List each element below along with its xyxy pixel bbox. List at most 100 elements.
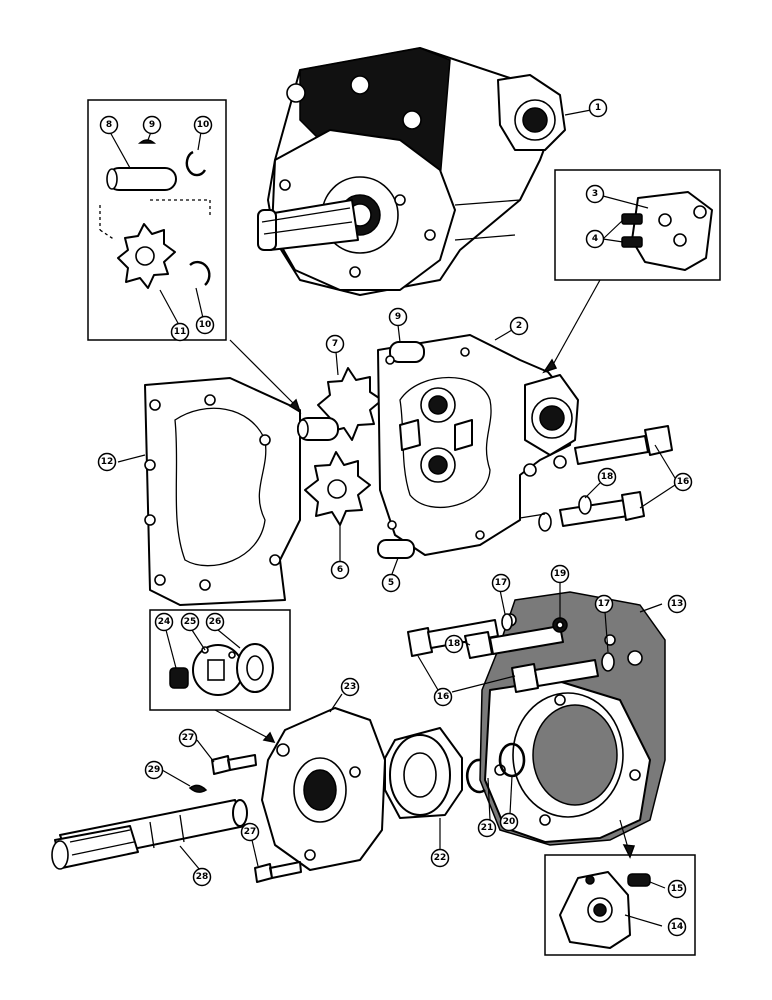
callout-29: 29 <box>144 760 164 780</box>
svg-text:25: 25 <box>184 617 197 627</box>
callout-17-left: 17 <box>491 573 511 593</box>
callout-24: 24 <box>154 612 174 632</box>
callout-12: 12 <box>97 452 117 472</box>
svg-text:27: 27 <box>244 827 257 837</box>
callout-17-right: 17 <box>594 594 614 614</box>
svg-text:23: 23 <box>344 682 357 692</box>
svg-text:10: 10 <box>199 320 212 330</box>
callout-10-bottom: 10 <box>195 315 215 335</box>
callout-13: 13 <box>667 594 687 614</box>
key-part-9 <box>137 139 157 144</box>
callout-25: 25 <box>180 612 200 632</box>
body-plate-part-12 <box>144 377 301 606</box>
cover-detail-inset-top <box>554 169 721 281</box>
gear-detail-inset <box>87 99 227 341</box>
svg-text:15: 15 <box>671 884 684 894</box>
svg-text:18: 18 <box>601 472 614 482</box>
callout-27-top: 27 <box>178 728 198 748</box>
ball-bearing-part-22 <box>384 727 463 819</box>
svg-text:18: 18 <box>448 639 461 649</box>
svg-text:14: 14 <box>671 922 684 932</box>
svg-text:16: 16 <box>437 692 450 702</box>
inset-box-rear-parts <box>544 854 696 956</box>
svg-text:7: 7 <box>332 339 338 349</box>
callout-19: 19 <box>550 564 570 584</box>
screw-part-27-b <box>254 861 302 883</box>
plug-part-15 <box>627 873 651 887</box>
callout-10-top: 10 <box>193 115 213 135</box>
callouts: 1 2 3 4 5 6 7 8 9 9 10 10 11 12 13 14 15… <box>97 98 693 937</box>
svg-text:9: 9 <box>395 312 401 322</box>
callout-5: 5 <box>381 573 401 593</box>
svg-text:28: 28 <box>196 872 209 882</box>
callout-16-right: 16 <box>673 472 693 492</box>
callout-11: 11 <box>170 322 190 342</box>
callout-21: 21 <box>477 818 497 838</box>
inset-box-retainer-parts <box>149 609 291 711</box>
callout-26: 26 <box>205 612 225 632</box>
svg-text:20: 20 <box>503 817 516 827</box>
callout-28: 28 <box>192 867 212 887</box>
inset-box-cover-parts <box>554 169 721 281</box>
svg-text:5: 5 <box>388 578 394 588</box>
callout-1: 1 <box>588 98 608 118</box>
svg-text:11: 11 <box>174 327 187 337</box>
svg-text:12: 12 <box>101 457 114 467</box>
callout-9-housing: 9 <box>388 307 408 327</box>
svg-text:8: 8 <box>106 120 112 130</box>
svg-text:22: 22 <box>434 853 447 863</box>
washer-part-17-a <box>501 613 513 631</box>
callout-4: 4 <box>585 229 605 249</box>
stud-part-4b <box>621 236 643 248</box>
bearing-retainer-inset <box>149 609 291 711</box>
callout-27-bottom: 27 <box>240 822 260 842</box>
key-part-29 <box>188 784 208 793</box>
stud-part-4a <box>621 213 643 225</box>
svg-text:6: 6 <box>337 565 343 575</box>
svg-text:21: 21 <box>481 823 494 833</box>
drive-gear-part-7 <box>297 367 383 441</box>
callout-16-lower: 16 <box>433 687 453 707</box>
drive-shaft-part-28 <box>51 799 248 870</box>
needle-bearing-part-24 <box>169 667 189 689</box>
callout-7: 7 <box>325 334 345 354</box>
callout-3: 3 <box>585 184 605 204</box>
svg-text:24: 24 <box>158 617 171 627</box>
svg-text:17: 17 <box>598 599 611 609</box>
washer-part-17-b <box>601 652 615 672</box>
svg-text:9: 9 <box>149 120 155 130</box>
callout-6: 6 <box>330 560 350 580</box>
svg-text:17: 17 <box>495 578 508 588</box>
pin-part-8 <box>107 167 177 191</box>
rear-cover-part-13 <box>479 591 666 846</box>
assembled-gear-pump <box>257 47 566 296</box>
svg-text:4: 4 <box>592 234 598 244</box>
callout-18-right: 18 <box>597 467 617 487</box>
svg-text:26: 26 <box>209 617 222 627</box>
callout-22: 22 <box>430 848 450 868</box>
washer-part-18-a <box>578 495 592 515</box>
dowel-part-5 <box>377 539 415 559</box>
leader-lines <box>109 109 676 927</box>
snap-ring-part-10b <box>189 260 211 286</box>
svg-text:13: 13 <box>671 599 684 609</box>
svg-text:2: 2 <box>516 321 522 331</box>
screw-part-27-a <box>211 754 257 775</box>
front-cover-part-23 <box>261 707 386 871</box>
snap-ring-part-21 <box>465 758 486 794</box>
callout-23: 23 <box>340 677 360 697</box>
callout-14: 14 <box>667 917 687 937</box>
driven-gear-part-6 <box>304 451 371 526</box>
cover-detail-inset-bottom <box>544 854 696 956</box>
callout-15: 15 <box>667 879 687 899</box>
bolts-upper-right <box>519 425 673 532</box>
callout-20: 20 <box>499 812 519 832</box>
svg-text:10: 10 <box>197 120 210 130</box>
svg-text:1: 1 <box>595 103 601 113</box>
dowel-part-9-housing <box>389 341 425 363</box>
svg-text:29: 29 <box>148 765 161 775</box>
svg-text:3: 3 <box>592 189 598 199</box>
svg-text:16: 16 <box>677 477 690 487</box>
snap-ring-part-10a <box>185 150 207 177</box>
